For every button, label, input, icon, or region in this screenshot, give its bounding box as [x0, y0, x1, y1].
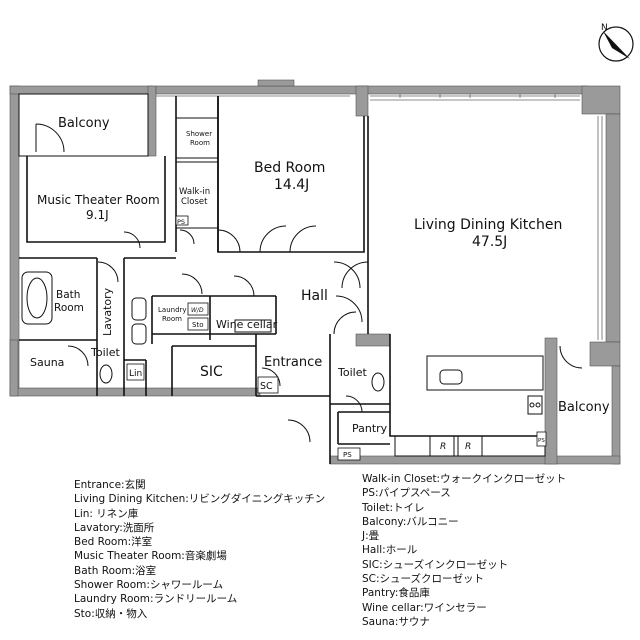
kitchen-counter	[394, 355, 546, 457]
label-ps-upper: PS	[177, 218, 185, 226]
legend-item: Sto:収納・物入	[74, 607, 148, 620]
label-ps-lower: PS	[343, 451, 352, 459]
legend-item: Living Dining Kitchen:リビングダイニングキッチン	[74, 493, 326, 506]
label-balcony-se: Balcony	[558, 400, 610, 415]
legend-item: Lavatory:洗面所	[74, 521, 155, 534]
legend-item: Pantry:食品庫	[362, 587, 430, 600]
legend-item: Balcony:バルコニー	[362, 515, 459, 528]
label-sto: Sto	[192, 321, 203, 329]
legend-item: Bath Room:浴室	[74, 564, 157, 577]
label-entrance: Entrance	[264, 355, 322, 370]
legend-item: Sauna:サウナ	[362, 615, 430, 628]
legend-item: Walk-in Closet:ウォークインクローゼット	[362, 473, 567, 485]
label-sc: SC	[260, 381, 273, 392]
legend-item: Music Theater Room:音楽劇場	[74, 550, 227, 563]
legend-item: Entrance:玄関	[74, 479, 146, 491]
label-bed-room: Bed Room	[254, 160, 325, 176]
label-ps-kitchen: PS	[538, 438, 545, 444]
doors	[35, 123, 583, 443]
label-fridge-1: R	[440, 442, 446, 452]
label-wd: W/D	[191, 307, 204, 314]
label-balcony-nw: Balcony	[58, 116, 110, 131]
label-bed-room-size: 14.4J	[274, 177, 309, 193]
legend-item: J:畳	[362, 530, 380, 543]
label-pantry: Pantry	[352, 422, 388, 435]
exterior-walls	[9, 79, 621, 465]
label-toilet-w: Toilet	[90, 346, 120, 359]
legend-item: Lin: リネン庫	[74, 507, 139, 520]
label-lin: Lin	[129, 369, 142, 379]
legend-item: Toilet:トイレ	[362, 501, 425, 514]
legend-item: Hall:ホール	[362, 544, 418, 557]
label-sauna: Sauna	[30, 356, 64, 369]
wine-rack	[234, 319, 272, 333]
label-music-theater-size: 9.1J	[86, 208, 109, 222]
label-sic: SIC	[200, 364, 223, 380]
label-ldk: Living Dining Kitchen	[414, 217, 562, 233]
label-music-theater: Music Theater Room	[37, 193, 160, 207]
legend-right: Walk-in Closet:ウォークインクローゼット PS:パイプスペース T…	[362, 472, 566, 629]
label-fridge-2: R	[465, 442, 471, 452]
fixtures	[21, 271, 385, 392]
legend-left: Entrance:玄関 Living Dining Kitchen:リビングダイ…	[74, 478, 325, 621]
label-lavatory: Lavatory	[101, 287, 114, 336]
compass-label: N	[601, 23, 608, 33]
legend-item: SIC:シューズインクローゼット	[362, 558, 509, 571]
label-ldk-size: 47.5J	[472, 234, 507, 250]
legend-item: Wine cellar:ワインセラー	[362, 601, 487, 614]
label-hall: Hall	[301, 288, 328, 304]
legend-item: Shower Room:シャワールーム	[74, 579, 224, 592]
toilet-w	[99, 364, 113, 384]
label-toilet-e: Toilet	[337, 366, 367, 379]
interior-walls	[18, 93, 545, 464]
windows	[156, 94, 603, 340]
legend-item: Laundry Room:ランドリールーム	[74, 593, 238, 606]
sink-1	[131, 297, 147, 321]
toilet-e	[371, 372, 385, 392]
compass-north-icon: N	[598, 23, 634, 62]
sink-2	[131, 323, 147, 345]
legend-item: SC:シューズクローゼット	[362, 573, 485, 586]
legend-item: PS:パイプスペース	[362, 487, 451, 500]
legend-item: Bed Room:洋室	[74, 536, 153, 549]
label-wine-cellar: Wine cellar	[216, 318, 278, 331]
